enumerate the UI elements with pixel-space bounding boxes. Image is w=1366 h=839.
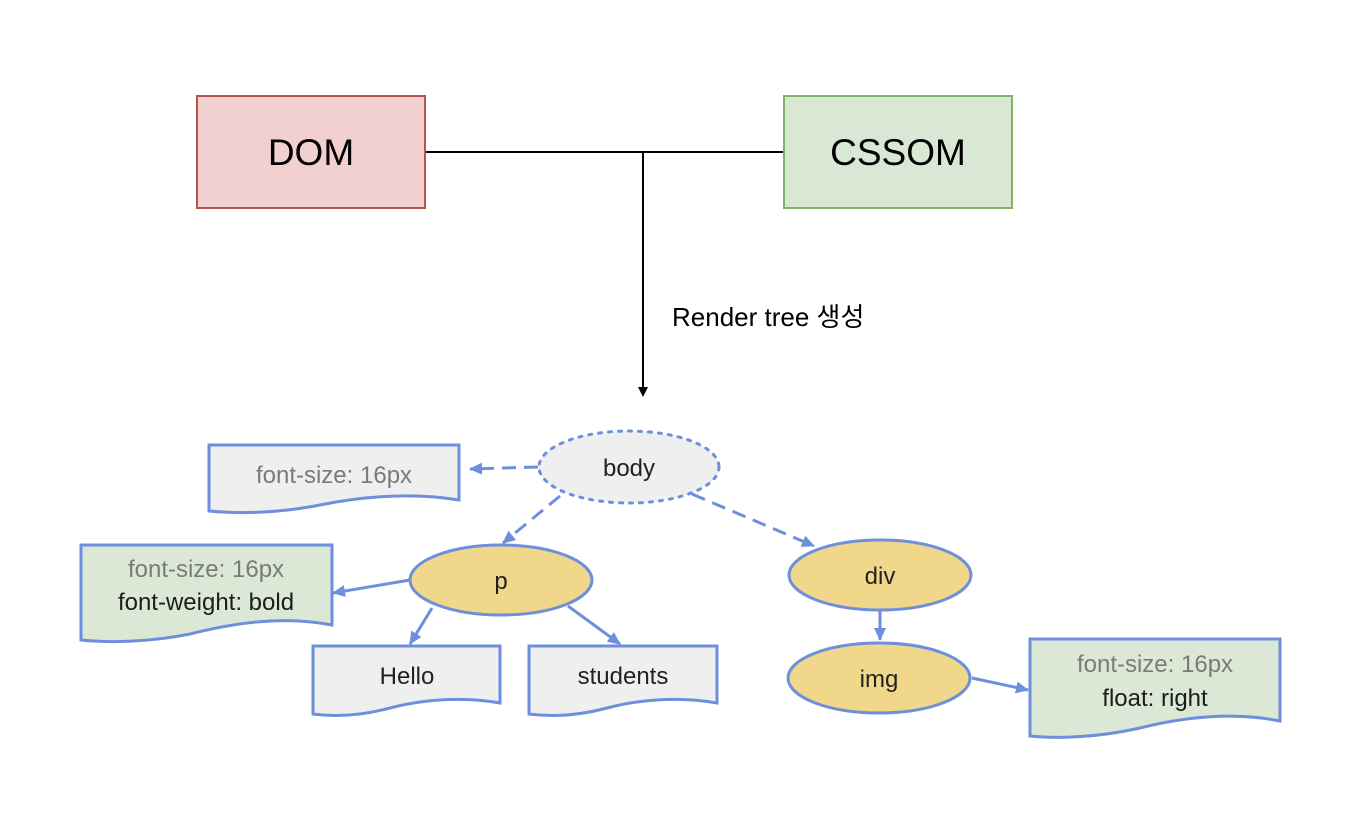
edge-body-to-div (691, 492, 815, 548)
img-style-box (1028, 637, 1282, 739)
body-style-text: font-size: 16px (256, 462, 412, 489)
hello-text: Hello (380, 663, 435, 690)
img-style-line1: font-size: 16px (1077, 651, 1233, 678)
edge-p-to-hello (408, 607, 434, 645)
students-text-box (527, 644, 719, 718)
dom-label: DOM (268, 132, 354, 173)
p-node (408, 543, 594, 617)
body-node (537, 429, 721, 505)
edge-img-to-style (971, 676, 1029, 694)
p-style-line2: font-weight: bold (118, 589, 294, 616)
div-node (787, 538, 973, 612)
img-node-label: img (860, 666, 899, 693)
body-node-label: body (603, 455, 655, 482)
cssom-box (783, 95, 1013, 209)
hello-text-box (311, 644, 502, 718)
body-style-box (207, 443, 461, 515)
p-node-label: p (494, 568, 507, 595)
edge-p-to-students (567, 604, 621, 646)
p-style-line1: font-size: 16px (128, 556, 284, 583)
img-node (786, 641, 972, 715)
students-text: students (578, 663, 669, 690)
render-tree-caption: Render tree 생성 (672, 302, 864, 332)
edge-body-to-style (469, 462, 539, 475)
cssom-label: CSSOM (830, 132, 966, 173)
edge-body-to-p (502, 494, 561, 545)
img-style-line2: float: right (1102, 685, 1208, 712)
dom-box (196, 95, 426, 209)
div-node-label: div (865, 563, 896, 590)
p-style-box (79, 543, 334, 644)
edge-p-to-style (332, 578, 411, 597)
